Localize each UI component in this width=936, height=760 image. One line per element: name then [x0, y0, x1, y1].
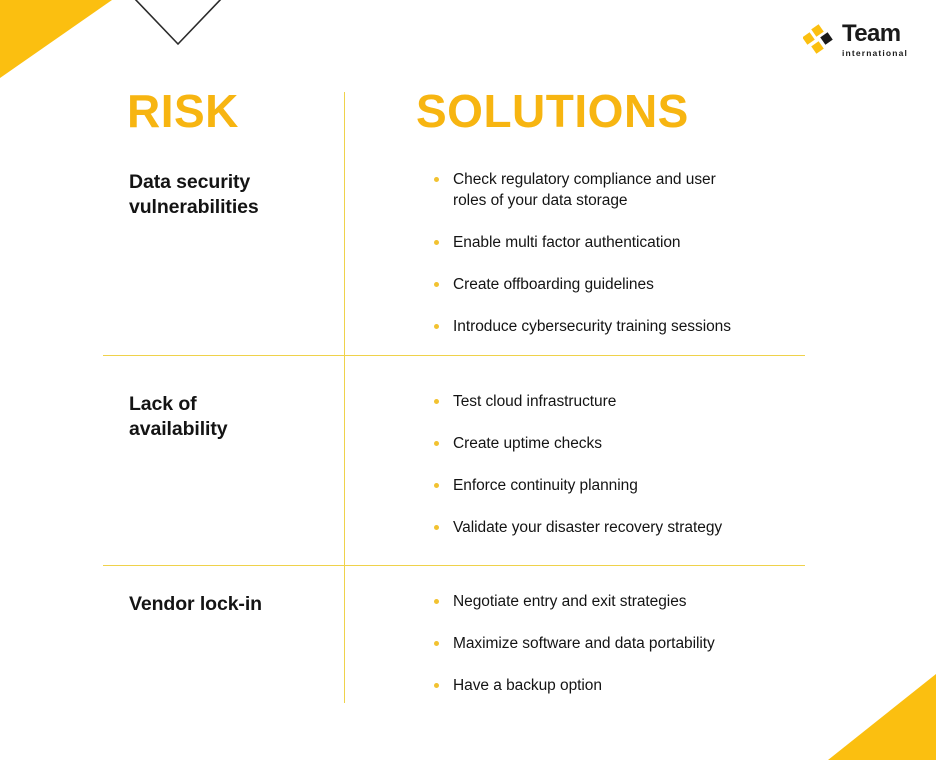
risk-cell: Data security vulnerabilities — [0, 170, 344, 338]
bullet-dot-icon — [434, 177, 439, 182]
solutions-list: Check regulatory compliance and user rol… — [434, 170, 936, 338]
brand-logo: Team international — [803, 22, 908, 58]
risk-cell: Lack of availability — [0, 392, 344, 539]
solutions-cell: Negotiate entry and exit strategies Maxi… — [344, 592, 936, 697]
bullet-dot-icon — [434, 482, 439, 488]
list-item-label: Create uptime checks — [453, 434, 602, 452]
list-item: Negotiate entry and exit strategies — [434, 592, 753, 613]
table-row: Vendor lock-in Negotiate entry and exit … — [0, 592, 936, 697]
risk-label: Lack of availability — [129, 393, 228, 440]
list-item-label: Have a backup option — [453, 676, 602, 694]
solutions-list: Test cloud infrastructure Create uptime … — [434, 392, 936, 539]
bullet-dot-icon — [434, 281, 439, 287]
column-divider — [344, 92, 345, 703]
list-item: Enforce continuity planning — [434, 476, 753, 497]
row-divider — [103, 355, 805, 356]
list-item-label: Introduce cybersecurity training session… — [453, 317, 731, 335]
list-item: Enable multi factor authentication — [434, 233, 753, 254]
list-item-label: Validate your disaster recovery strategy — [453, 518, 723, 536]
solutions-list: Negotiate entry and exit strategies Maxi… — [434, 592, 936, 697]
list-item: Introduce cybersecurity training session… — [434, 317, 753, 338]
list-item-label: Maximize software and data portability — [453, 634, 715, 652]
brand-tagline: international — [842, 48, 908, 58]
risk-cell: Vendor lock-in — [0, 592, 344, 697]
bullet-dot-icon — [434, 682, 439, 688]
column-header-risk: RISK — [127, 85, 239, 137]
bullet-dot-icon — [434, 440, 439, 446]
table-headings: RISK SOLUTIONS — [0, 84, 936, 144]
risk-label: Data security vulnerabilities — [129, 171, 259, 218]
brand-logo-text: Team international — [842, 22, 908, 58]
list-item-label: Negotiate entry and exit strategies — [453, 593, 687, 610]
yellow-triangle-icon — [0, 0, 112, 78]
table-row: Data security vulnerabilities Check regu… — [0, 170, 936, 338]
bullet-dot-icon — [434, 640, 439, 646]
list-item: Test cloud infrastructure — [434, 392, 753, 413]
list-item: Validate your disaster recovery strategy — [434, 518, 753, 539]
list-item-label: Enable multi factor authentication — [453, 233, 681, 251]
list-item: Maximize software and data portability — [434, 634, 753, 655]
bullet-dot-icon — [434, 239, 439, 245]
risk-label: Vendor lock-in — [129, 593, 262, 615]
solutions-cell: Check regulatory compliance and user rol… — [344, 170, 936, 338]
column-header-solutions: SOLUTIONS — [416, 85, 689, 137]
chevron-down-outline-icon — [132, 0, 224, 48]
bullet-dot-icon — [434, 599, 439, 604]
list-item: Have a backup option — [434, 676, 753, 697]
brand-name: Team — [842, 20, 901, 47]
list-item-label: Test cloud infrastructure — [453, 393, 617, 410]
bullet-dot-icon — [434, 399, 439, 404]
list-item-label: Enforce continuity planning — [453, 476, 638, 494]
bullet-dot-icon — [434, 323, 439, 329]
table-row: Lack of availability Test cloud infrastr… — [0, 392, 936, 539]
list-item: Check regulatory compliance and user rol… — [434, 170, 753, 212]
bullet-dot-icon — [434, 524, 439, 530]
list-item-label: Create offboarding guidelines — [453, 275, 654, 293]
list-item-label: Check regulatory compliance and user rol… — [453, 171, 716, 209]
list-item: Create uptime checks — [434, 434, 753, 455]
solutions-cell: Test cloud infrastructure Create uptime … — [344, 392, 936, 539]
list-item: Create offboarding guidelines — [434, 275, 753, 296]
row-divider — [103, 565, 805, 566]
yellow-triangle-icon — [828, 674, 936, 760]
team-diamond-mark-icon — [803, 23, 833, 54]
